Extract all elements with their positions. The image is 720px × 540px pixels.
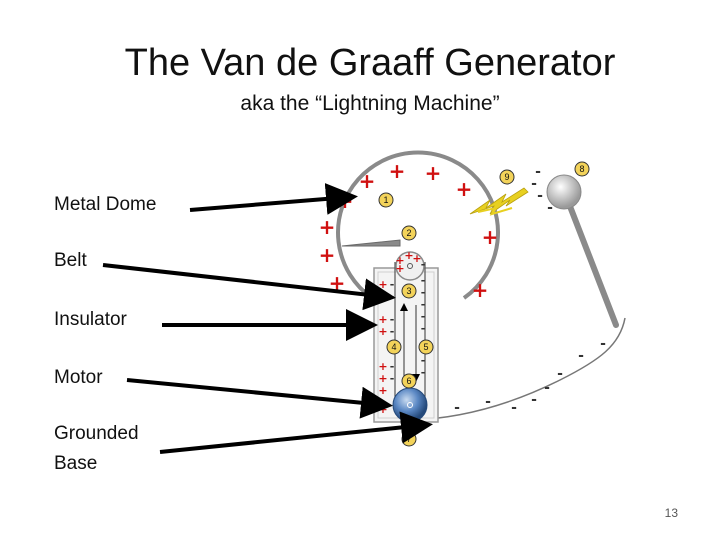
- label-insulator: Insulator: [54, 309, 127, 330]
- wire-minus-charge: -: [557, 366, 563, 382]
- lower-roller-axle: [407, 402, 413, 408]
- label-grounded-base-line2: Base: [54, 453, 98, 474]
- part-number-6-circle: [401, 373, 417, 389]
- part-number-1-circle: [378, 192, 394, 208]
- wire-minus-charge: -: [511, 400, 517, 416]
- label-metal-dome: Metal Dome: [54, 194, 157, 215]
- part-number-2-circle: [401, 225, 417, 241]
- dome-plus-charge: +: [472, 278, 489, 302]
- label-grounded-base-line1: Grounded: [54, 423, 139, 444]
- belt-minus-charge: -: [421, 286, 426, 299]
- dome-plus-charge: +: [319, 243, 336, 267]
- ball-minus-charge: -: [547, 200, 553, 216]
- belt-minus-charge: -: [390, 360, 395, 373]
- belt-plus-charge: +: [378, 360, 387, 373]
- arrow-belt: [102, 263, 396, 311]
- part-number-9-circle: [499, 169, 515, 185]
- belt-minus-charge: -: [421, 366, 426, 379]
- belt-minus-charge: -: [421, 322, 426, 335]
- wire-minus-charge: -: [544, 380, 550, 396]
- part-number-5: 5: [423, 342, 428, 352]
- belt-plus-charge: +: [378, 313, 387, 326]
- belt-minus-charge: -: [421, 298, 426, 311]
- upper-roller-axle: [407, 263, 413, 269]
- belt-plus-charge: +: [395, 254, 404, 267]
- ground-wire: [411, 317, 626, 421]
- part-number-5-circle: [418, 339, 434, 355]
- dome-plus-charge: +: [456, 177, 473, 201]
- belt-plus-charge: +: [412, 252, 421, 265]
- discharge-rod: [563, 193, 619, 328]
- dome-plus-charge: +: [359, 169, 376, 193]
- metal-dome: [336, 150, 500, 300]
- upper-comb: [341, 239, 401, 247]
- spark-branch: [477, 206, 513, 216]
- part-number-2: 2: [406, 228, 411, 238]
- belt-minus-charge: -: [421, 310, 426, 323]
- slide-title: The Van de Graaff Generator: [124, 42, 616, 84]
- wire-minus-charge: -: [531, 392, 537, 408]
- label-belt: Belt: [54, 250, 87, 271]
- part-number-8-circle: [574, 161, 590, 177]
- discharge-ball: [546, 174, 582, 210]
- belt-minus-charge: -: [390, 313, 395, 326]
- part-number-6: 6: [406, 376, 411, 386]
- arrow-motor: [126, 378, 393, 419]
- belt-minus-charge: -: [390, 372, 395, 385]
- part-number-7: 7: [406, 434, 411, 444]
- dome-plus-charge: +: [425, 161, 442, 185]
- belt-minus-charge: -: [390, 290, 395, 303]
- wire-minus-charge: -: [578, 348, 584, 364]
- part-number-4-circle: [386, 339, 402, 355]
- belt-minus-charge: -: [421, 274, 426, 287]
- ball-minus-charge: -: [531, 176, 537, 192]
- dome-plus-charge: +: [337, 189, 354, 213]
- dome-plus-charge: +: [319, 215, 336, 239]
- belt-plus-charge: +: [395, 262, 404, 275]
- belt-minus-charge: -: [390, 325, 395, 338]
- belt-plus-charge: +: [404, 249, 413, 262]
- arrow-grounded-base: [159, 411, 433, 454]
- dome-plus-charge: +: [482, 225, 499, 249]
- slide-subtitle: aka the “Lightning Machine”: [240, 92, 500, 115]
- belt-plus-charge: +: [378, 325, 387, 338]
- belt-plus-charge: +: [378, 372, 387, 385]
- part-number-4: 4: [391, 342, 396, 352]
- belt-minus-charge: -: [421, 258, 426, 271]
- ball-minus-charge: -: [537, 188, 543, 204]
- arrow-metal-dome: [189, 182, 358, 215]
- upper-roller: [395, 251, 425, 281]
- ball-minus-charge: -: [535, 164, 541, 180]
- dome-plus-charge: +: [389, 159, 406, 183]
- belt-plus-charge: +: [378, 384, 387, 397]
- slide-number: 13: [664, 506, 678, 520]
- belt-minus-charge: -: [421, 354, 426, 367]
- label-grounded-base: Grounded Base: [54, 419, 139, 479]
- wire-minus-charge: -: [485, 394, 491, 410]
- spark: [469, 187, 529, 215]
- part-number-3-circle: [401, 283, 417, 299]
- lower-roller: [392, 387, 428, 423]
- wire-minus-charge: -: [600, 336, 606, 352]
- label-motor: Motor: [54, 367, 103, 388]
- wire-minus-charge: -: [454, 400, 460, 416]
- part-number-3: 3: [406, 286, 411, 296]
- part-number-1: 1: [383, 195, 388, 205]
- part-number-9: 9: [504, 172, 509, 182]
- part-number-8: 8: [579, 164, 584, 174]
